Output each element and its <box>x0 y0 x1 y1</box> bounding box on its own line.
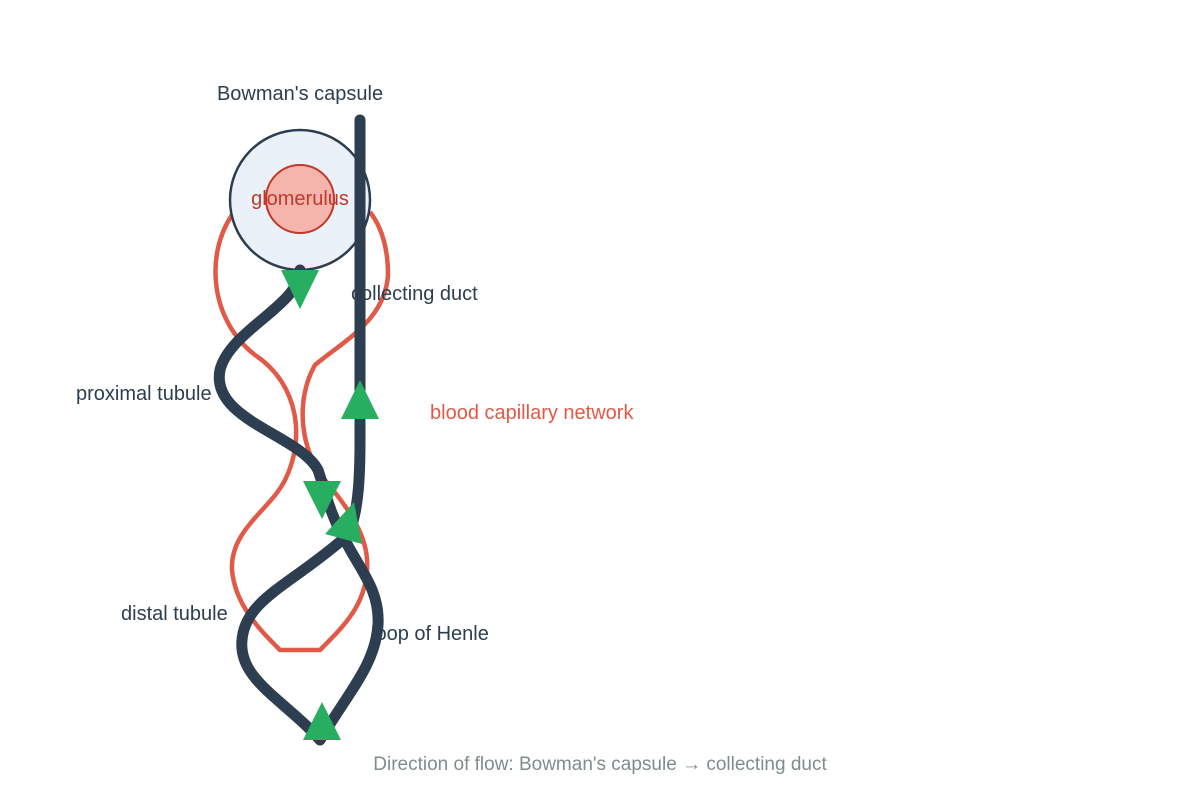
loop-of-henle-label: loop of Henle <box>371 623 489 645</box>
flow-direction-caption: Direction of flow: Bowman's capsule → co… <box>373 754 827 775</box>
bowmans-capsule-label: Bowman's capsule <box>217 83 383 105</box>
glomerulus-shape <box>265 164 335 234</box>
flow-arrow-down-2 <box>303 481 341 519</box>
flow-arrow-down-1 <box>281 270 319 309</box>
distal-tubule-label: distal tubule <box>121 603 228 625</box>
collecting-duct-label: collecting duct <box>351 283 478 305</box>
flow-arrow-diagonal <box>325 502 362 544</box>
flow-arrow-up-1 <box>341 380 379 419</box>
glomerulus-label: glomerulus <box>251 188 349 210</box>
blood-capillary-network-label: blood capillary network <box>430 402 634 424</box>
capillary-network-path <box>213 210 391 653</box>
proximal-tubule-label: proximal tubule <box>76 383 212 405</box>
renal-tubule-path <box>213 264 384 746</box>
flow-arrow-up-2 <box>303 702 341 740</box>
